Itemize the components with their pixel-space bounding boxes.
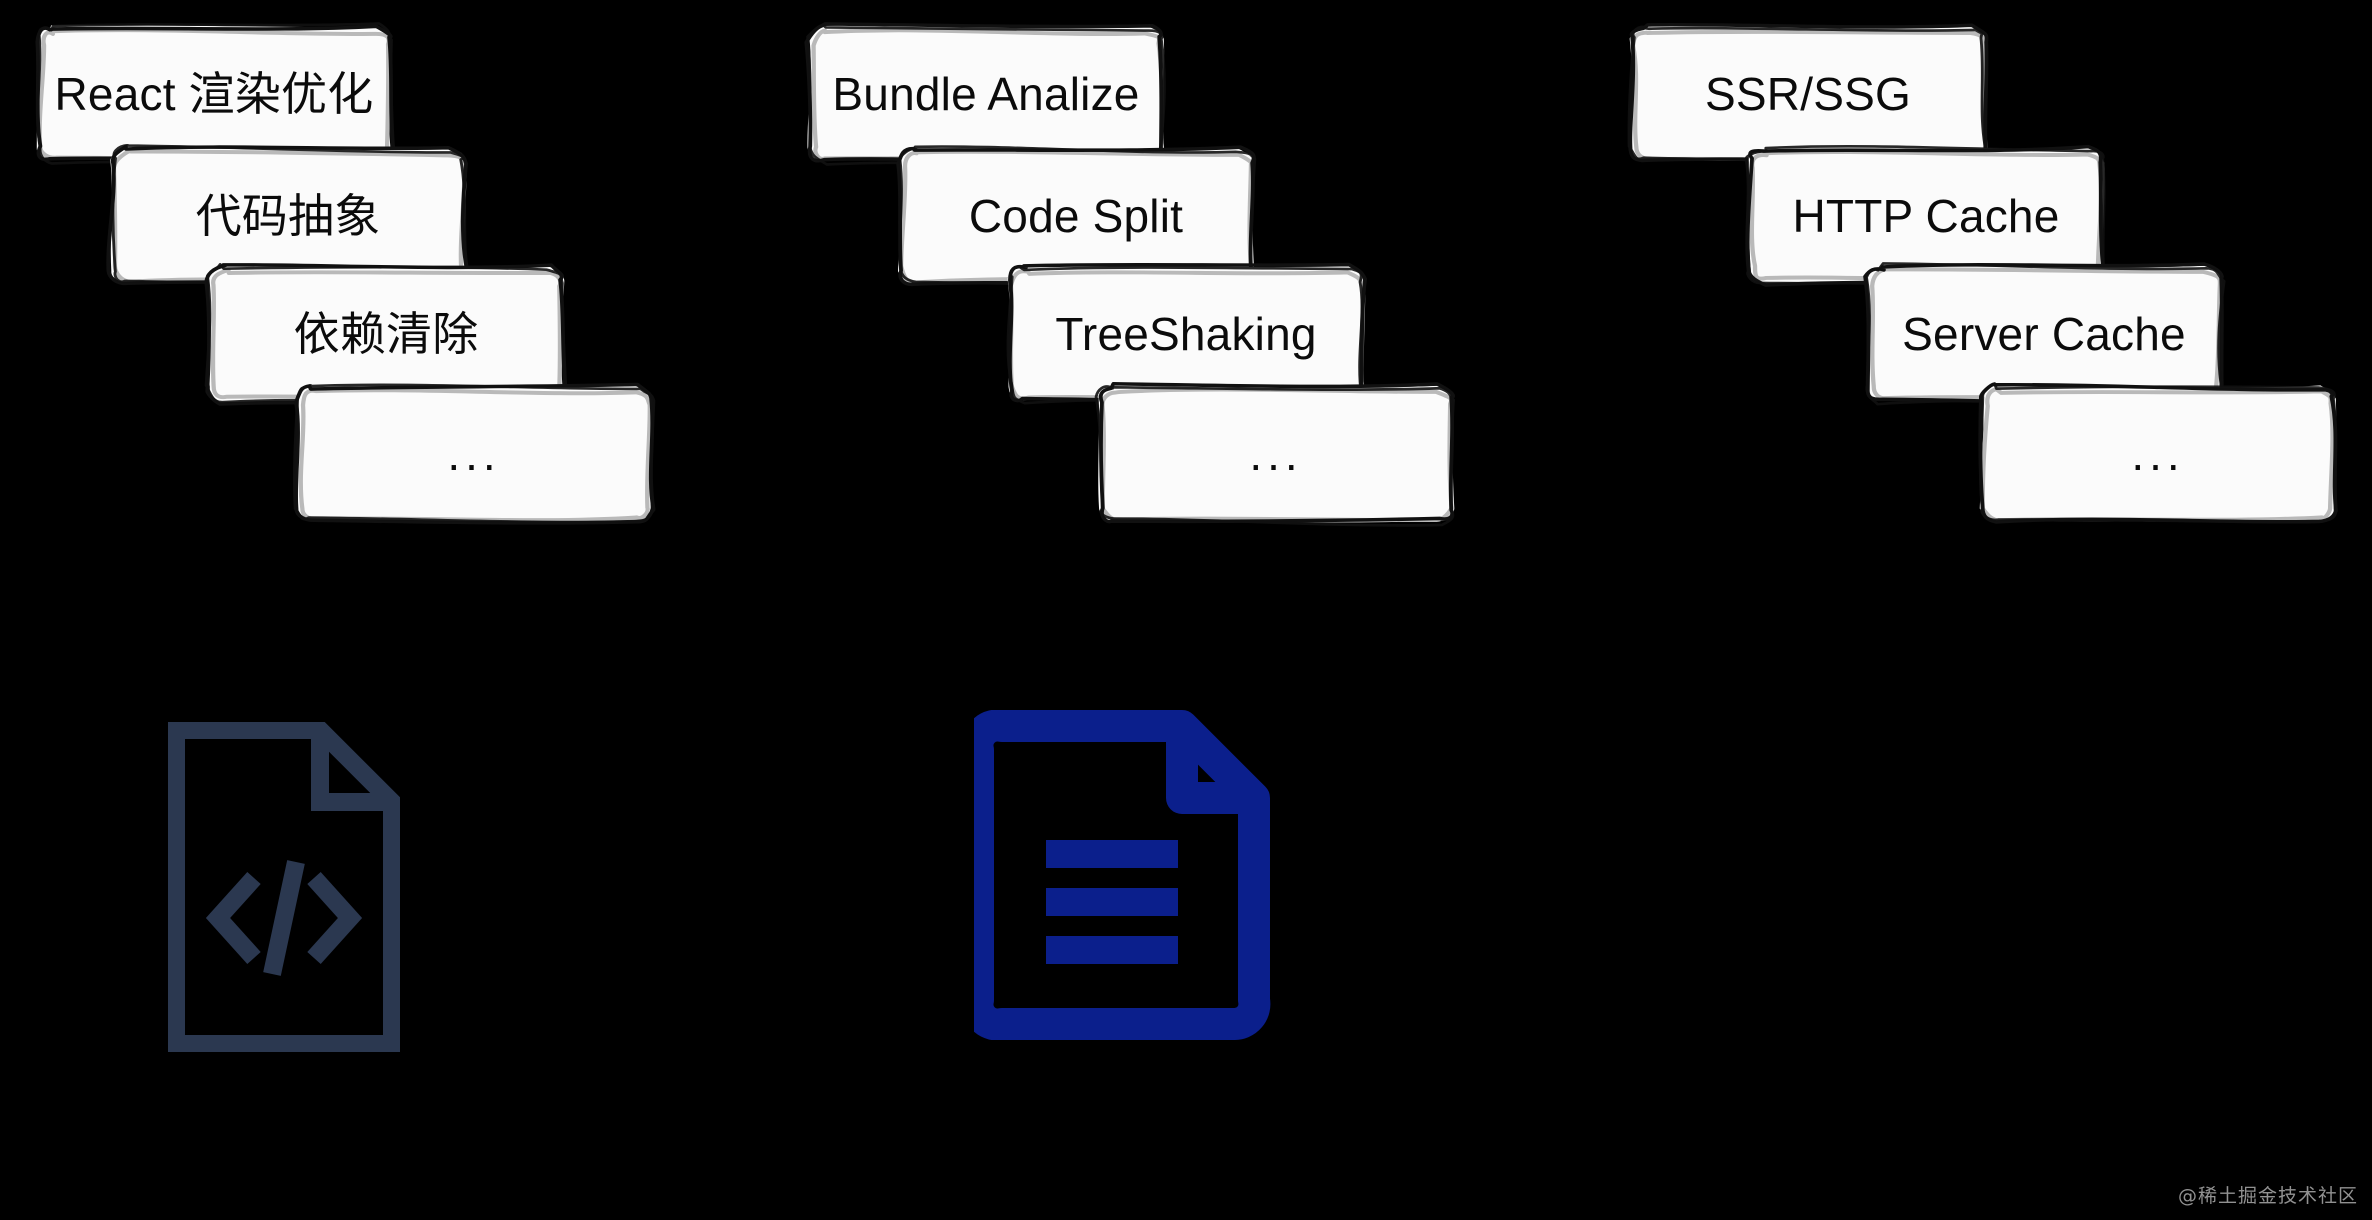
sketch-note-outline xyxy=(1627,22,1989,165)
sketch-note-outline xyxy=(1094,381,1456,527)
code-file-icon[interactable] xyxy=(168,722,400,1052)
sketch-note-outline xyxy=(896,145,1257,286)
document-lines-icon-glyph xyxy=(974,710,1271,1040)
sketch-note-outline xyxy=(1978,382,2338,524)
sketch-note-card[interactable]: ... xyxy=(1972,378,2344,530)
sketch-note-outline xyxy=(292,382,656,525)
document-lines-icon[interactable] xyxy=(974,710,1274,1040)
watermark: @稀土掘金技术社区 xyxy=(2177,1185,2358,1207)
code-file-icon-glyph xyxy=(168,722,400,1052)
